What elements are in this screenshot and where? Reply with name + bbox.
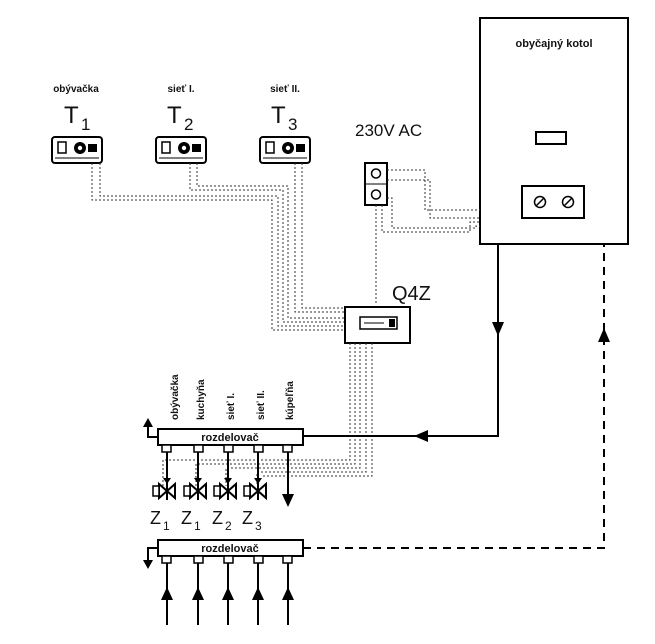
return-manifold: rozdelovač bbox=[143, 539, 304, 569]
circuit-label: sieť II. bbox=[256, 390, 267, 420]
zone-symbol: Z bbox=[181, 508, 192, 528]
power-socket bbox=[364, 162, 388, 206]
zone-index: 1 bbox=[163, 519, 170, 533]
zone-valve-labels: Z 1 Z 1 Z 2 Z 3 bbox=[150, 508, 262, 533]
thermostat-t1 bbox=[51, 136, 103, 164]
thermostat-room-label: sieť I. bbox=[167, 84, 194, 95]
flow-arrow-icon bbox=[282, 494, 294, 507]
boiler-display bbox=[535, 131, 567, 145]
power-label: 230V AC bbox=[355, 121, 422, 140]
zone-valve-icon bbox=[213, 478, 237, 501]
thermostat-room-label: obývačka bbox=[53, 84, 99, 95]
circuit-label: obývačka bbox=[170, 374, 181, 420]
flow-arrow-icon bbox=[252, 587, 264, 600]
circuit-label: sieť I. bbox=[226, 393, 237, 420]
circuit-label: kúpeľňa bbox=[285, 381, 296, 420]
thermostat-t3 bbox=[259, 136, 311, 164]
zone-index: 3 bbox=[255, 519, 262, 533]
flow-arrow-icon bbox=[282, 587, 294, 600]
socket-outlet-icon bbox=[370, 168, 382, 179]
boiler-terminal-screw-icon bbox=[561, 195, 575, 209]
thermostat-wiring bbox=[91, 163, 345, 331]
controller-led-icon bbox=[389, 319, 395, 327]
thermostat-index: 2 bbox=[184, 115, 193, 134]
return-manifold-label: rozdelovač bbox=[201, 543, 258, 555]
vent-arrow-icon bbox=[143, 560, 153, 569]
flow-arrow-icon bbox=[222, 587, 234, 600]
zone-symbol: Z bbox=[212, 508, 223, 528]
boiler-terminal-screw-icon bbox=[533, 195, 547, 209]
valve-wiring bbox=[162, 343, 373, 486]
flow-arrow-icon bbox=[598, 328, 610, 342]
boiler: obyčajný kotol bbox=[479, 17, 629, 245]
controller-label: Q4Z bbox=[392, 283, 431, 305]
flow-arrow-icon bbox=[192, 587, 204, 600]
thermostat-symbol: T bbox=[271, 102, 286, 129]
supply-manifold: rozdelovač bbox=[143, 418, 304, 453]
zone-valve-icon bbox=[152, 478, 176, 501]
zone-valve-icon bbox=[183, 478, 207, 501]
socket-outlet-icon bbox=[370, 189, 382, 200]
incoming-circuits bbox=[161, 563, 294, 625]
flow-arrow-icon bbox=[414, 430, 428, 442]
zone-index: 2 bbox=[225, 519, 232, 533]
thermostat-symbol: T bbox=[64, 102, 79, 129]
zone-symbol: Z bbox=[150, 508, 161, 528]
vent-arrow-icon bbox=[143, 418, 153, 427]
thermostat-index: 1 bbox=[81, 115, 90, 134]
outgoing-circuits bbox=[152, 452, 294, 507]
controller-q4z bbox=[344, 306, 411, 344]
zone-index: 1 bbox=[194, 519, 201, 533]
flow-arrow-icon bbox=[492, 322, 504, 336]
power-wiring bbox=[375, 169, 480, 305]
circuit-labels: obývačka kuchyňa sieť I. sieť II. kúpeľň… bbox=[170, 374, 296, 420]
boiler-terminal-block bbox=[521, 185, 585, 219]
boiler-label: obyčajný kotol bbox=[515, 38, 592, 50]
circuit-label: kuchyňa bbox=[196, 379, 207, 420]
thermostat-index: 3 bbox=[288, 115, 297, 134]
thermostat-room-label: sieť II. bbox=[270, 84, 300, 95]
supply-pipe bbox=[303, 244, 504, 442]
supply-manifold-label: rozdelovač bbox=[201, 432, 258, 444]
zone-symbol: Z bbox=[242, 508, 253, 528]
thermostat-symbol: T bbox=[167, 102, 182, 129]
zone-valve-icon bbox=[243, 478, 267, 501]
flow-arrow-icon bbox=[161, 587, 173, 600]
thermostat-t2 bbox=[155, 136, 207, 164]
return-pipe bbox=[303, 244, 610, 549]
